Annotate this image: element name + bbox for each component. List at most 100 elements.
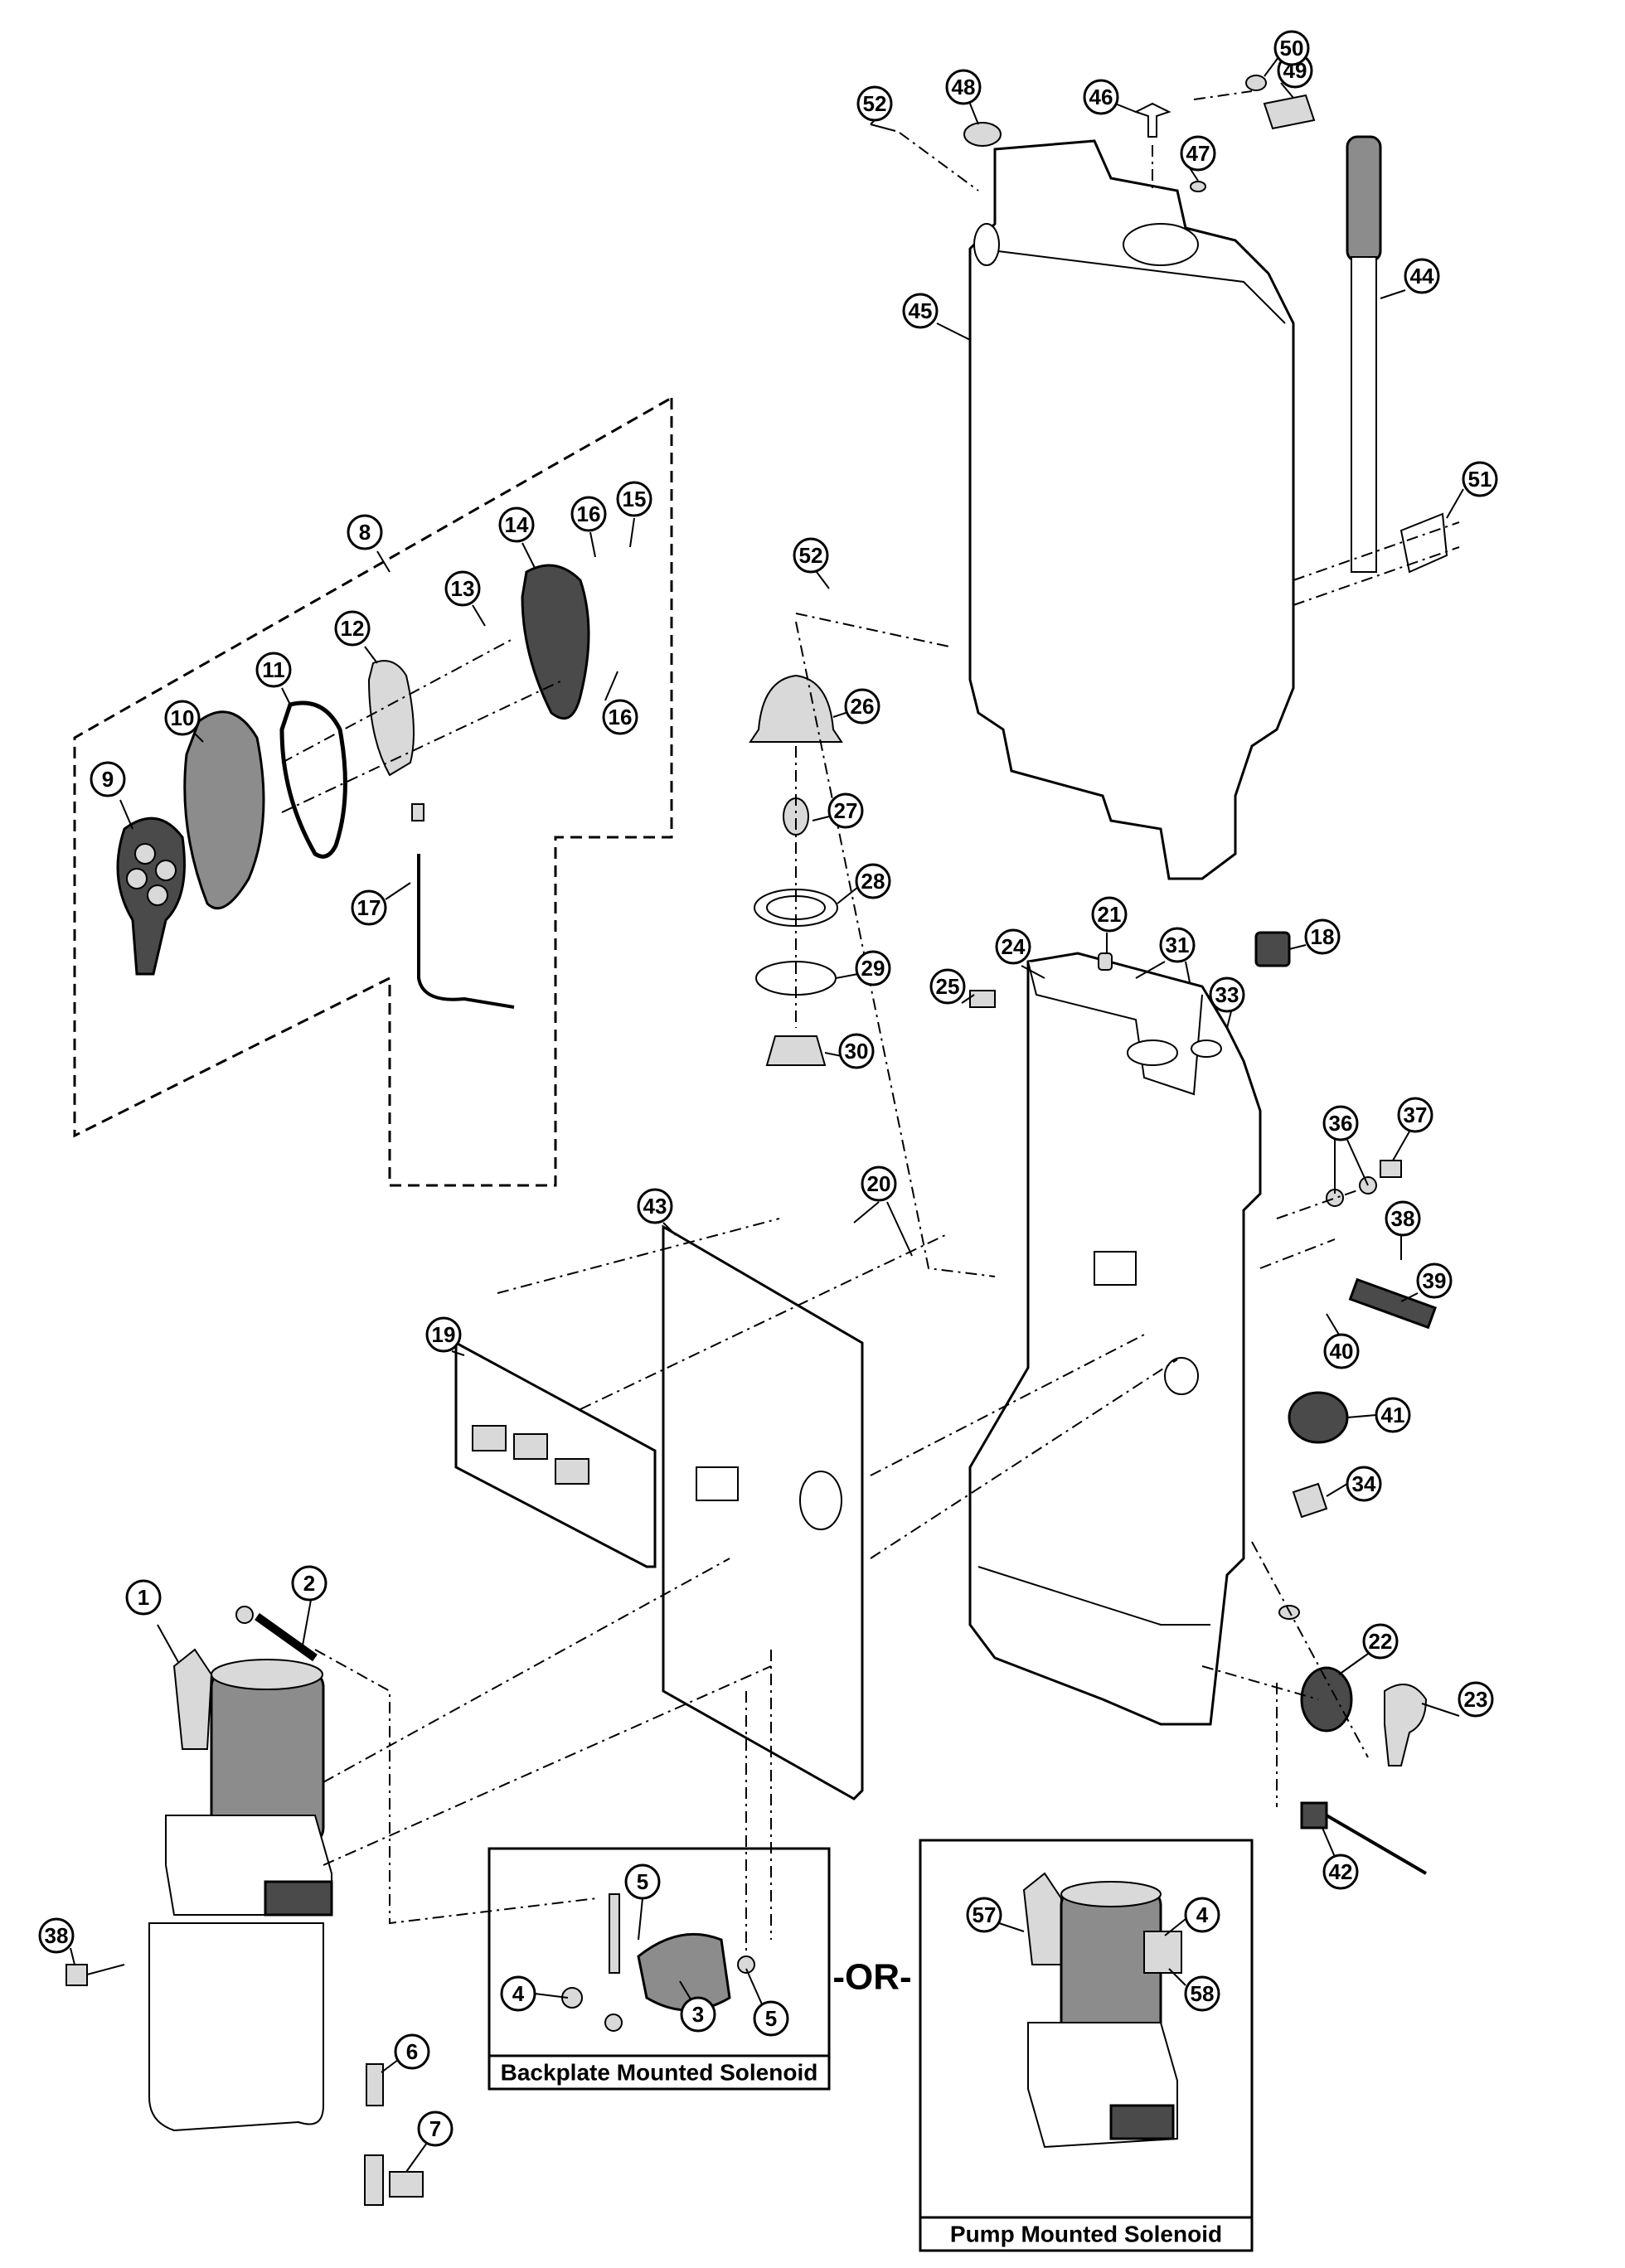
svg-text:58: 58 <box>1191 1981 1215 2006</box>
backplate-solenoid-panel <box>488 1847 831 2091</box>
svg-text:19: 19 <box>432 1322 456 1347</box>
callout-38b: 38 <box>1385 1200 1421 1260</box>
callout-31: 31 <box>1135 927 1196 983</box>
svg-text:43: 43 <box>643 1194 667 1219</box>
svg-text:21: 21 <box>1098 902 1122 927</box>
callout-50: 50 <box>1264 30 1310 77</box>
callout-25: 25 <box>929 968 975 1005</box>
callout-45: 45 <box>902 293 971 341</box>
handle <box>1346 135 1382 573</box>
svg-text:52: 52 <box>799 543 823 568</box>
svg-text:26: 26 <box>851 694 875 719</box>
callout-39: 39 <box>1400 1262 1453 1302</box>
callout-57: 57 <box>966 1897 1025 1933</box>
callout-28: 28 <box>837 863 891 904</box>
svg-text:18: 18 <box>1311 924 1335 949</box>
svg-text:17: 17 <box>357 895 381 920</box>
top-hardware <box>870 75 1316 192</box>
callout-46: 46 <box>1083 79 1137 115</box>
svg-text:51: 51 <box>1468 467 1492 492</box>
callout-18: 18 <box>1288 918 1341 955</box>
svg-text:42: 42 <box>1329 1859 1353 1884</box>
svg-text:39: 39 <box>1423 1268 1447 1293</box>
callout-4b: 4 <box>1164 1897 1220 1936</box>
coiled-cord <box>411 803 515 1009</box>
callout-42: 42 <box>1322 1827 1359 1890</box>
callout-19: 19 <box>425 1316 465 1356</box>
svg-text:23: 23 <box>1464 1687 1488 1712</box>
svg-text:46: 46 <box>1089 85 1113 109</box>
svg-text:14: 14 <box>505 512 529 537</box>
callout-17: 17 <box>351 882 411 926</box>
svg-text:48: 48 <box>952 75 976 99</box>
svg-text:13: 13 <box>451 576 475 601</box>
callout-33: 33 <box>1209 976 1245 1029</box>
callout-41: 41 <box>1346 1397 1411 1433</box>
callout-22: 22 <box>1338 1623 1399 1675</box>
callout-5b: 5 <box>745 1968 789 2037</box>
svg-text:25: 25 <box>936 974 960 999</box>
mounting-plate <box>367 660 415 777</box>
callout-37: 37 <box>1392 1097 1433 1161</box>
svg-text:20: 20 <box>867 1171 891 1196</box>
callout-36: 36 <box>1322 1105 1369 1194</box>
svg-text:16: 16 <box>609 705 633 729</box>
callout-9: 9 <box>90 761 133 830</box>
callout-20: 20 <box>853 1166 913 1257</box>
callout-11: 11 <box>255 652 292 705</box>
main-frame <box>968 952 1262 1726</box>
callout-10: 10 <box>164 700 204 743</box>
callout-16b: 16 <box>602 671 638 735</box>
svg-text:50: 50 <box>1280 36 1304 61</box>
callout-34: 34 <box>1326 1466 1382 1502</box>
callout-12: 12 <box>334 610 378 664</box>
callout-14: 14 <box>498 506 536 569</box>
backplate-solenoid-label: Backplate Mounted Solenoid <box>501 2060 818 2086</box>
svg-text:9: 9 <box>102 767 114 792</box>
callout-52b: 52 <box>793 537 830 589</box>
svg-text:38: 38 <box>45 1923 69 1948</box>
light-assembly <box>749 674 843 1066</box>
svg-text:15: 15 <box>623 487 647 511</box>
reservoir-cover <box>968 139 1295 880</box>
svg-text:47: 47 <box>1186 141 1210 166</box>
svg-text:3: 3 <box>692 2002 704 2027</box>
svg-text:6: 6 <box>406 2039 418 2064</box>
svg-text:36: 36 <box>1329 1111 1353 1136</box>
svg-text:28: 28 <box>861 869 885 894</box>
svg-text:16: 16 <box>577 502 601 526</box>
callout-52a: 52 <box>856 85 893 125</box>
callout-30: 30 <box>824 1033 875 1069</box>
svg-text:5: 5 <box>637 1869 648 1894</box>
bolt-washer <box>235 1606 318 1662</box>
callout-23: 23 <box>1421 1681 1494 1718</box>
callout-38a: 38 <box>38 1917 75 1965</box>
callout-26: 26 <box>832 688 880 724</box>
callout-5a: 5 <box>624 1863 661 1941</box>
svg-text:40: 40 <box>1330 1339 1354 1364</box>
svg-text:2: 2 <box>303 1571 315 1596</box>
callout-51: 51 <box>1446 461 1498 519</box>
remote-kit-frame <box>73 395 673 1187</box>
pump-assembly <box>148 1648 333 2132</box>
back-plate <box>662 1224 864 1800</box>
svg-text:37: 37 <box>1404 1102 1428 1127</box>
svg-text:34: 34 <box>1352 1471 1376 1496</box>
callout-3: 3 <box>679 1980 716 2033</box>
svg-text:52: 52 <box>863 91 887 116</box>
svg-text:7: 7 <box>429 2116 441 2141</box>
or-label: -OR- <box>832 1957 911 1998</box>
fittings <box>364 2063 424 2206</box>
remote-housing <box>521 564 590 720</box>
svg-text:29: 29 <box>861 956 885 981</box>
svg-text:10: 10 <box>171 705 195 730</box>
callout-7: 7 <box>405 2110 454 2173</box>
remote-holder <box>183 710 265 910</box>
callout-48: 48 <box>945 69 982 125</box>
svg-text:33: 33 <box>1215 982 1239 1007</box>
right-hardware <box>969 931 1438 1875</box>
bracket <box>1293 512 1460 606</box>
svg-text:30: 30 <box>845 1039 869 1064</box>
control-board <box>454 1340 657 1568</box>
